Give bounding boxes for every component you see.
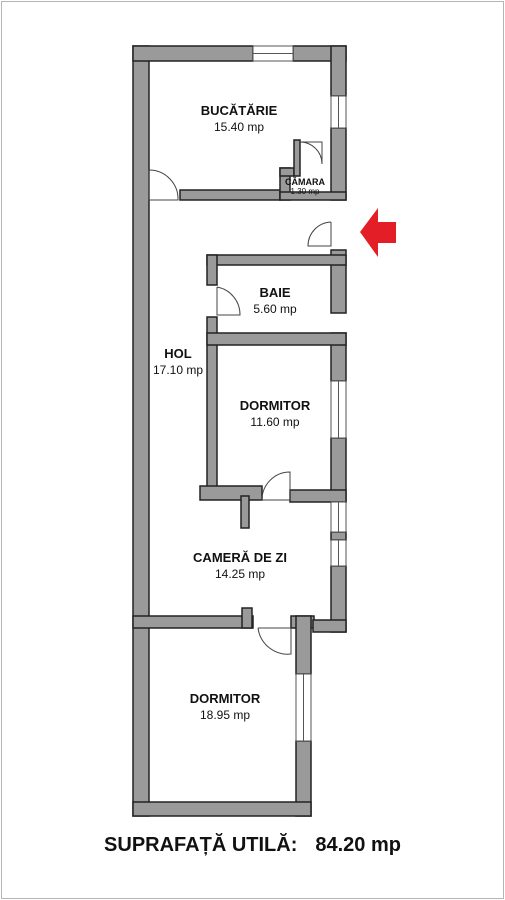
- room-name-baie: BAIE: [259, 285, 290, 300]
- door-entrance: [307, 221, 332, 247]
- outer-wall-right-pillar: [330, 531, 347, 541]
- windows: [252, 45, 347, 742]
- pantry-bottom-wall: [279, 191, 347, 201]
- door-kitchen: [148, 169, 179, 201]
- living-door-jamb: [241, 607, 253, 629]
- door-pantry: [299, 141, 323, 165]
- room-area-dormitor-1: 11.60 mp: [250, 415, 299, 429]
- outer-wall-left: [132, 45, 150, 817]
- stub-wall: [240, 495, 250, 529]
- room-area-baie: 5.60 mp: [253, 302, 297, 316]
- bedroom2-bottom-wall: [132, 801, 312, 817]
- usable-area-value: 84.20 mp: [315, 834, 401, 856]
- usable-area-label: SUPRAFAȚĂ UTILĂ:: [104, 834, 298, 856]
- bath-bottom-wall: [206, 332, 347, 346]
- room-area-camera-de-zi: 14.25 mp: [215, 567, 265, 581]
- outer-wall-right-top: [330, 45, 347, 97]
- room-name-hol: HOL: [164, 346, 192, 361]
- bath-left-wall-top: [206, 254, 218, 286]
- dorm-bottom-wall-right: [289, 489, 347, 503]
- room-name-dormitor-1: DORMITOR: [240, 398, 311, 413]
- room-area-dormitor-2: 18.95 mp: [200, 708, 250, 722]
- doors: [148, 141, 332, 655]
- room-area-bucatarie: 15.40 mp: [214, 120, 264, 134]
- pantry-door-jamb: [293, 139, 301, 177]
- living-bottom-wall-corner: [312, 619, 347, 633]
- room-name-camara: CĂMARA: [285, 177, 325, 187]
- room-area-camara: 1.30 mp: [291, 187, 320, 196]
- entrance-arrow-icon: [360, 208, 396, 257]
- walls: [132, 45, 347, 817]
- living-bottom-wall: [132, 615, 254, 629]
- usable-area-summary: SUPRAFAȚĂ UTILĂ: 84.20 mp: [0, 834, 505, 857]
- room-name-dormitor-2: DORMITOR: [190, 691, 261, 706]
- kitchen-bottom-wall: [179, 189, 281, 201]
- door-bath: [216, 286, 241, 316]
- bath-top-wall: [206, 254, 347, 266]
- room-name-camera-de-zi: CAMERĂ DE ZI: [193, 550, 287, 565]
- bedroom2-right-wall-top: [295, 615, 312, 675]
- dorm-bottom-wall-left: [199, 485, 263, 501]
- outer-wall-top-left: [132, 45, 254, 62]
- door-dormitor: [261, 471, 291, 501]
- pantry-top-wall-left: [279, 167, 295, 177]
- room-area-hol: 17.10 mp: [153, 363, 203, 377]
- room-name-bucatarie: BUCĂTĂRIE: [201, 103, 278, 118]
- outer-wall-right-kitchen: [330, 127, 347, 201]
- door-bedroom2: [257, 627, 292, 655]
